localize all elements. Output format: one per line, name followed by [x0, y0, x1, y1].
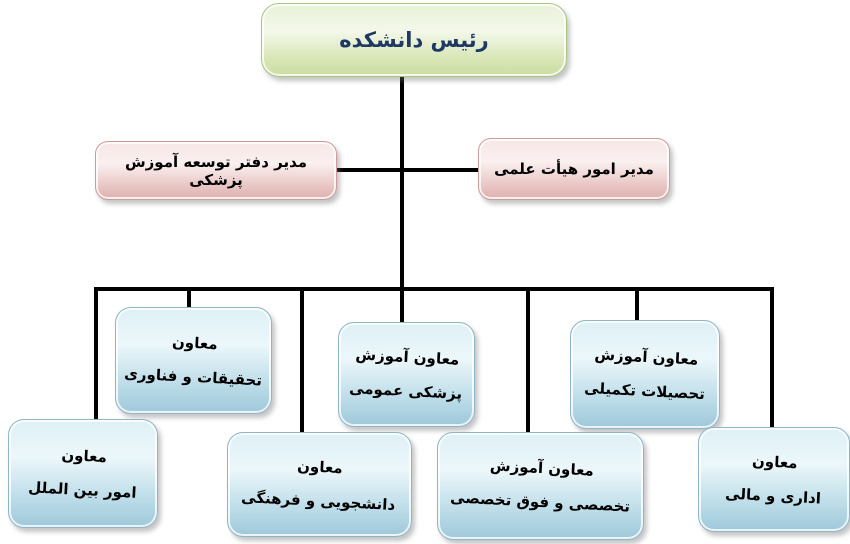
- org-box-faculty-affairs: مدیر امور هیأت علمی: [478, 138, 670, 200]
- org-box-deputy-international-affairs: معاون امور بین الملل: [8, 419, 158, 528]
- org-box-dean: رئیس دانشکده: [261, 3, 567, 77]
- deputy-label: معاون آموزش تحصیلات تکمیلی: [583, 345, 705, 403]
- connector-drop-student: [300, 287, 304, 435]
- connector-drop-specialized: [526, 287, 530, 435]
- org-box-deputy-research-technology: معاون تحقیقات و فناوری: [115, 307, 272, 414]
- manager-label: مدیر امور هیأت علمی: [494, 160, 654, 178]
- connector-drop-admin: [770, 287, 774, 430]
- connector-drop-research: [187, 287, 191, 312]
- deputy-label: معاون آموزش تخصصی و فوق تخصصی: [449, 456, 631, 516]
- org-box-deputy-general-medical-education: معاون آموزش پزشکی عمومی: [338, 322, 475, 427]
- dean-label: رئیس دانشکده: [339, 28, 489, 52]
- deputy-label: معاون امور بین الملل: [27, 445, 137, 502]
- connector-bar: [94, 287, 774, 291]
- org-box-medical-education-development: مدیر دفتر توسعه آموزش پزشکی: [95, 141, 337, 200]
- deputy-label: معاون دانشجویی و فرهنگی: [241, 456, 397, 514]
- connector-drop-general-med: [400, 287, 404, 325]
- org-box-deputy-admin-finance: معاون اداری و مالی: [698, 427, 850, 532]
- deputy-label: معاون اداری و مالی: [724, 451, 822, 507]
- deputy-label: معاون تحقیقات و فناوری: [123, 332, 263, 390]
- connector-trunk: [400, 75, 404, 291]
- connector-drop-graduate: [635, 287, 639, 323]
- org-box-deputy-graduate-education: معاون آموزش تحصیلات تکمیلی: [570, 320, 720, 429]
- org-box-deputy-student-cultural: معاون دانشجویی و فرهنگی: [227, 432, 412, 537]
- org-box-deputy-specialized-education: معاون آموزش تخصصی و فوق تخصصی: [437, 432, 644, 540]
- manager-label: مدیر دفتر توسعه آموزش پزشکی: [124, 152, 308, 189]
- connector-drop-intl: [94, 287, 98, 422]
- deputy-label: معاون آموزش پزشکی عمومی: [348, 345, 463, 403]
- connector-managers: [333, 168, 480, 172]
